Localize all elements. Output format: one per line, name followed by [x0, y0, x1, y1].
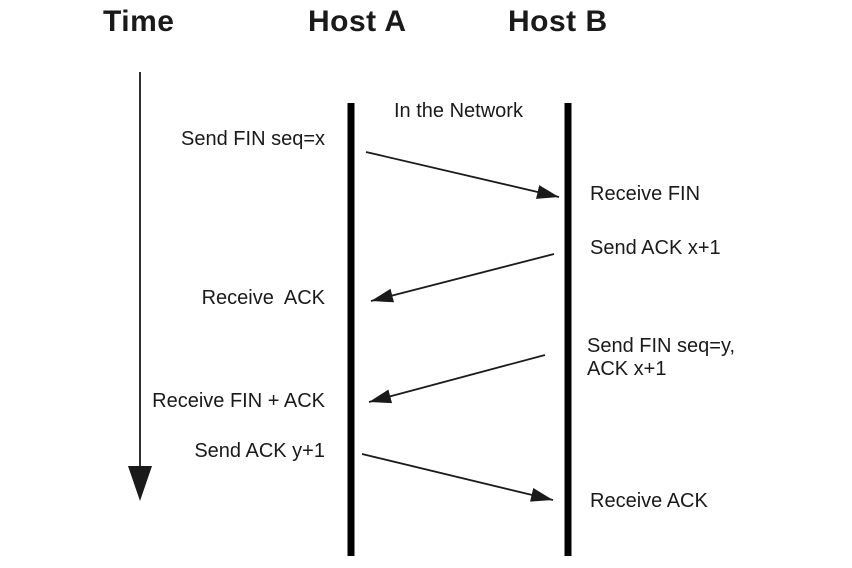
event-send-fin-y: Send FIN seq=y, ACK x+1: [587, 335, 736, 380]
event-receive-ack-b: Receive ACK: [590, 490, 708, 512]
event-send-ack-y1: Send ACK y+1: [194, 440, 325, 462]
network-label: In the Network: [394, 100, 523, 122]
event-send-ack-x1: Send ACK x+1: [590, 237, 721, 259]
time-axis-arrowhead-icon: [128, 466, 152, 501]
arrow-ack-a-to-b: [361, 453, 554, 502]
arrow-ack-b-to-a: [370, 253, 555, 303]
event-send-fin: Send FIN seq=x: [181, 128, 325, 150]
arrow-fin-a-to-b: [365, 151, 560, 199]
time-label: Time: [103, 5, 175, 38]
host-a-label: Host A: [308, 5, 407, 38]
arrow-finack-b-to-a: [368, 354, 546, 404]
host-b-label: Host B: [508, 5, 608, 38]
event-receive-ack-a: Receive ACK: [201, 287, 325, 309]
event-receive-fin: Receive FIN: [590, 183, 701, 205]
event-receive-fin-ack: Receive FIN + ACK: [152, 390, 325, 412]
